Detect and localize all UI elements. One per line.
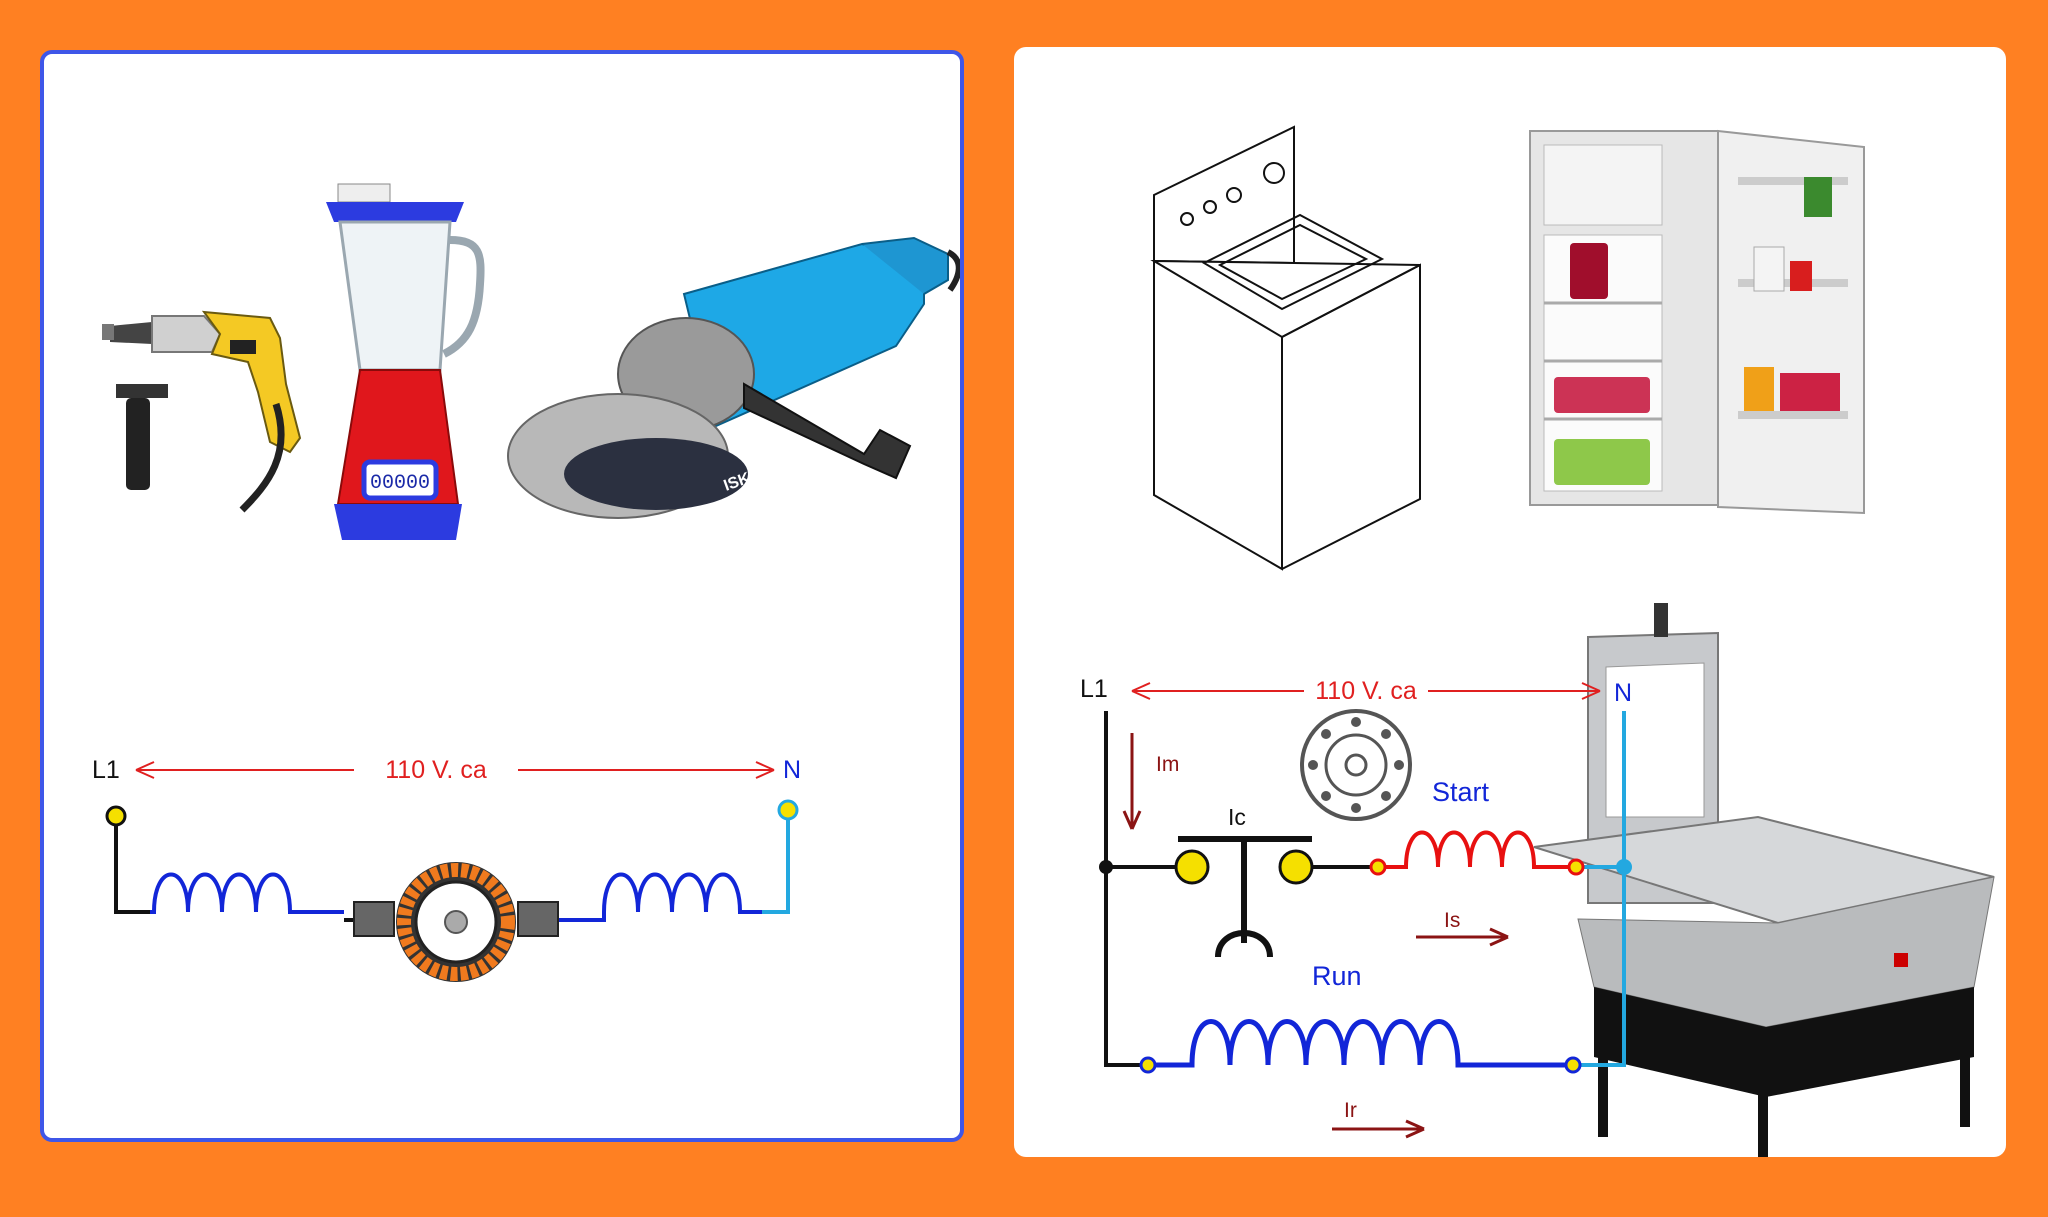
terminal-l1: [105, 805, 127, 827]
armature-rotor: [396, 862, 516, 982]
capacitor-motor-panel: L1 N 110 V. ca Im: [1014, 47, 2006, 1157]
band-saw-image: [1533, 603, 1995, 1157]
ir-label: Ir: [1344, 1099, 1357, 1122]
left-panel-drawing: 00000 ISKRA L1 N 110 V. ca: [92, 183, 960, 982]
brush-right: [517, 901, 559, 937]
squirrel-cage-rotor: [1300, 709, 1412, 821]
blender-display: 00000: [370, 472, 430, 495]
voltage-label: 110 V. ca: [385, 756, 487, 784]
start-label: Start: [1432, 777, 1490, 807]
terminal-n: [777, 799, 799, 821]
voltage-label: 110 V. ca: [1315, 677, 1417, 705]
im-label: Im: [1156, 753, 1179, 776]
run-label: Run: [1312, 961, 1362, 991]
capacitor-start-motor-circuit: L1 N 110 V. ca Im: [1080, 675, 1632, 1139]
universal-motor-circuit: L1 N 110 V. ca: [92, 756, 801, 982]
washing-machine-image: [1150, 125, 1421, 571]
brush-left: [353, 901, 395, 937]
run-winding: [1148, 1019, 1580, 1068]
universal-motor-panel: 00000 ISKRA L1 N 110 V. ca: [40, 50, 964, 1142]
centrifugal-switch: [1174, 836, 1378, 958]
line-label: L1: [92, 756, 120, 784]
right-panel-drawing: L1 N 110 V. ca Im: [1080, 125, 1995, 1157]
electric-drill-image: [102, 310, 302, 513]
angle-grinder-image: ISKRA: [507, 236, 960, 519]
neutral-label: N: [1614, 679, 1632, 707]
ic-label: Ic: [1228, 804, 1246, 830]
start-winding: [1378, 830, 1568, 869]
blender-image: 00000: [326, 183, 485, 540]
line-label: L1: [1080, 675, 1108, 703]
is-label: Is: [1444, 909, 1460, 932]
field-coil-left: [150, 872, 344, 914]
refrigerator-image: [1529, 129, 1865, 515]
neutral-label: N: [783, 756, 801, 784]
field-coil-right: [558, 872, 762, 922]
